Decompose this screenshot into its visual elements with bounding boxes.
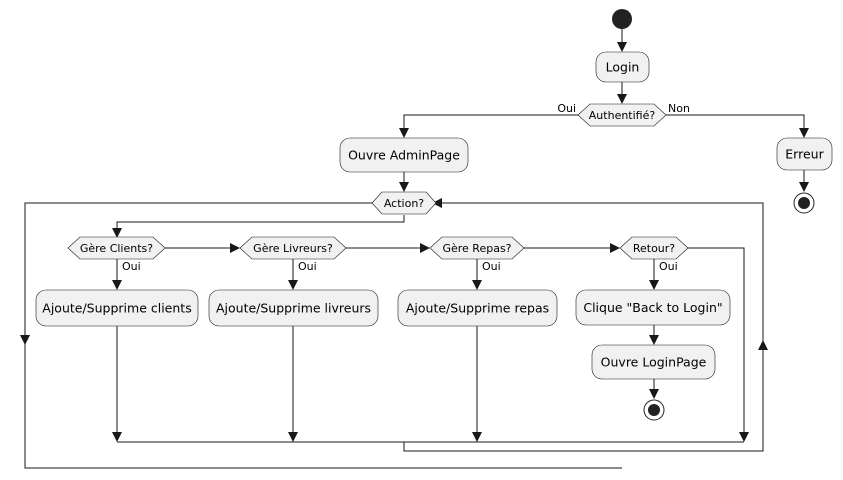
gere-clients-label: Gère Clients? xyxy=(80,242,153,255)
erreur-node: Erreur xyxy=(776,137,833,171)
edges xyxy=(20,29,809,469)
action-label: Action? xyxy=(384,197,424,210)
login-label: Login xyxy=(606,60,640,75)
retour-decision: Retour? xyxy=(619,236,689,260)
gere-repas-decision: Gère Repas? xyxy=(429,236,525,260)
gere-repas-label: Gère Repas? xyxy=(442,242,511,255)
erreur-stop-node xyxy=(793,192,815,214)
ajoute-repas-node: Ajoute/Supprime repas xyxy=(397,289,558,327)
authentifie-label: Authentifié? xyxy=(589,109,656,122)
login-node: Login xyxy=(595,51,650,83)
clients-yes-label: Oui xyxy=(122,260,141,273)
ajoute-clients-node: Ajoute/Supprime clients xyxy=(35,289,199,327)
livreurs-yes-label: Oui xyxy=(298,260,317,273)
gere-livreurs-label: Gère Livreurs? xyxy=(253,242,333,255)
authentifie-decision: Authentifié? xyxy=(577,103,667,127)
ouvre-loginpage-node: Ouvre LoginPage xyxy=(591,344,716,380)
repas-yes-label: Oui xyxy=(482,260,501,273)
erreur-label: Erreur xyxy=(785,147,824,162)
ouvre-loginpage-label: Ouvre LoginPage xyxy=(601,355,707,370)
auth-yes-label: Oui xyxy=(557,102,576,115)
ouvre-adminpage-label: Ouvre AdminPage xyxy=(348,148,460,163)
clique-back-node: Clique "Back to Login" xyxy=(575,289,731,326)
ajoute-livreurs-node: Ajoute/Supprime livreurs xyxy=(208,289,379,327)
gere-clients-decision: Gère Clients? xyxy=(67,236,166,260)
start-node xyxy=(612,9,632,29)
clique-back-label: Clique "Back to Login" xyxy=(583,300,722,315)
ajoute-repas-label: Ajoute/Supprime repas xyxy=(406,301,549,316)
retour-label: Retour? xyxy=(633,242,675,255)
ouvre-adminpage-node: Ouvre AdminPage xyxy=(339,137,469,173)
ajoute-clients-label: Ajoute/Supprime clients xyxy=(42,301,191,316)
ajoute-livreurs-label: Ajoute/Supprime livreurs xyxy=(216,301,371,316)
gere-livreurs-decision: Gère Livreurs? xyxy=(239,236,347,260)
loginpage-stop-node xyxy=(643,399,665,421)
retour-yes-label: Oui xyxy=(659,260,678,273)
action-decision: Action? xyxy=(371,191,437,215)
auth-no-label: Non xyxy=(668,102,690,115)
